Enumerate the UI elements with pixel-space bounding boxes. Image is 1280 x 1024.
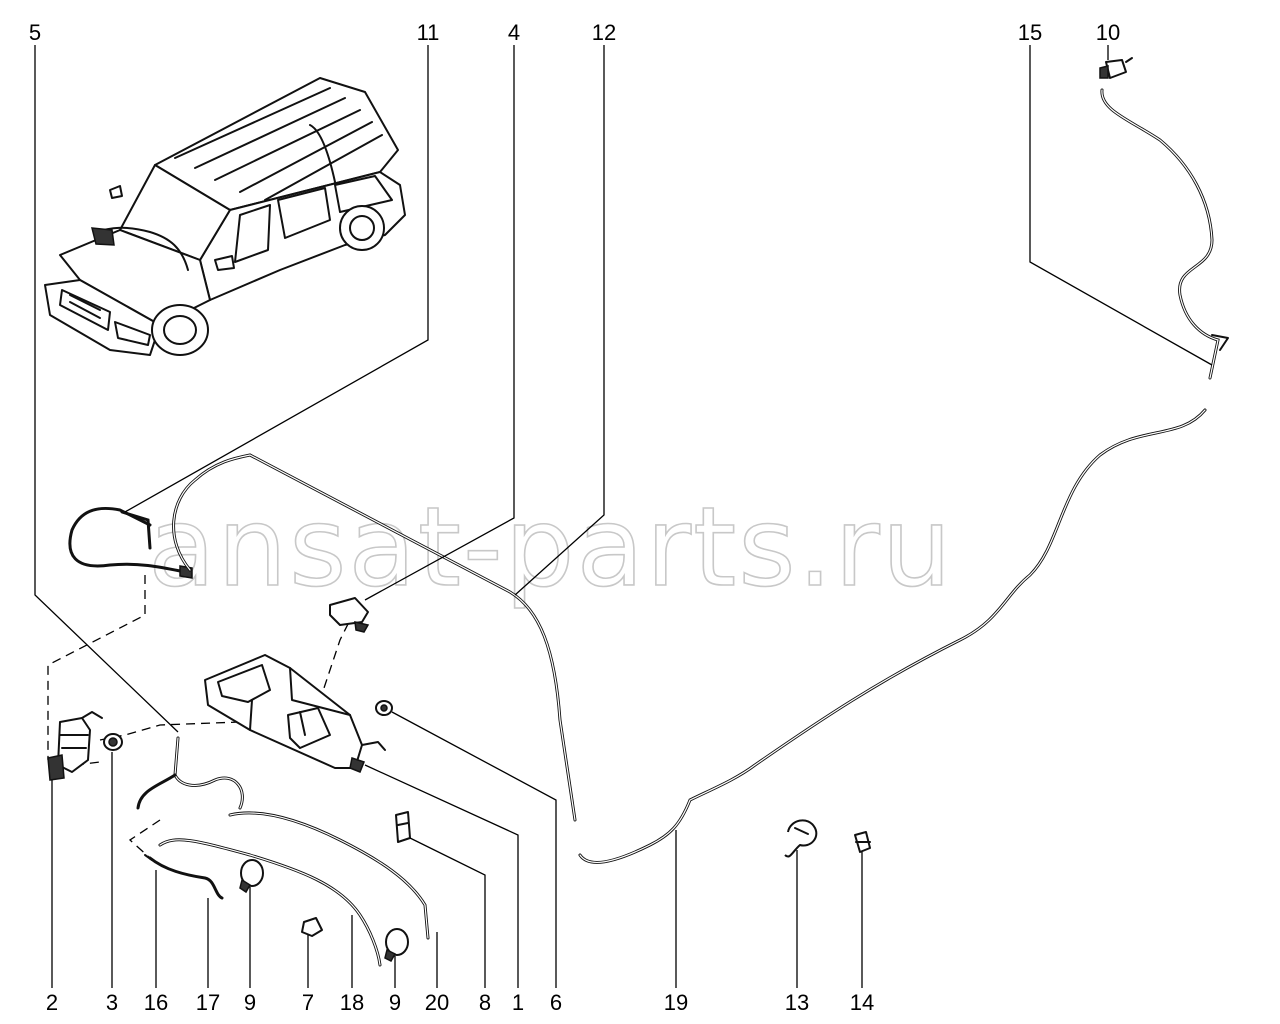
jet-9-left	[239, 859, 264, 894]
watermark-text: ansat-parts.ru	[148, 483, 953, 611]
car-illustration	[44, 77, 406, 356]
clip-13	[784, 819, 818, 858]
rear-hose-12	[172, 453, 577, 822]
callout-6: 6	[550, 990, 562, 1015]
grommet-3	[103, 733, 123, 751]
pump-2	[47, 711, 103, 781]
jet-9-right	[384, 928, 409, 962]
rear-nozzle-hose-15	[1100, 88, 1229, 380]
callout-4: 4	[508, 20, 520, 45]
clip-14	[854, 831, 871, 853]
bracket-8	[395, 811, 411, 843]
callout-10: 10	[1096, 20, 1120, 45]
callout-13: 13	[785, 990, 809, 1015]
callout-17: 17	[196, 990, 220, 1015]
rear-nozzle-10	[1099, 57, 1133, 79]
callout-16: 16	[144, 990, 168, 1015]
leader-lines	[34, 45, 1213, 988]
callout-1: 1	[512, 990, 524, 1015]
washer-reservoir-1	[204, 654, 386, 773]
callout-15: 15	[1018, 20, 1042, 45]
callout-7: 7	[302, 990, 314, 1015]
callout-11: 11	[417, 20, 440, 45]
callout-8: 8	[479, 990, 491, 1015]
callout-12: 12	[592, 20, 616, 45]
callout-5: 5	[29, 20, 41, 45]
hose-18	[158, 838, 382, 967]
rear-hose-19	[578, 408, 1207, 864]
callout-9-left: 9	[244, 990, 256, 1015]
cap-4	[329, 597, 370, 633]
hose-5	[136, 736, 244, 810]
clip-6	[375, 700, 393, 716]
clip-7	[301, 917, 323, 937]
callout-9-right: 9	[389, 990, 401, 1015]
callout-3: 3	[106, 990, 118, 1015]
hose-17	[144, 854, 224, 900]
hose-20	[228, 811, 430, 940]
front-hose-11	[68, 506, 193, 579]
callout-19: 19	[664, 990, 688, 1015]
callout-20: 20	[425, 990, 449, 1015]
callout-labels: 5 11 4 12 15 10 2 3 16 17 9 7 18 9 20 8 …	[29, 20, 1120, 1015]
callout-18: 18	[340, 990, 364, 1015]
callout-2: 2	[46, 990, 58, 1015]
callout-14: 14	[850, 990, 874, 1015]
